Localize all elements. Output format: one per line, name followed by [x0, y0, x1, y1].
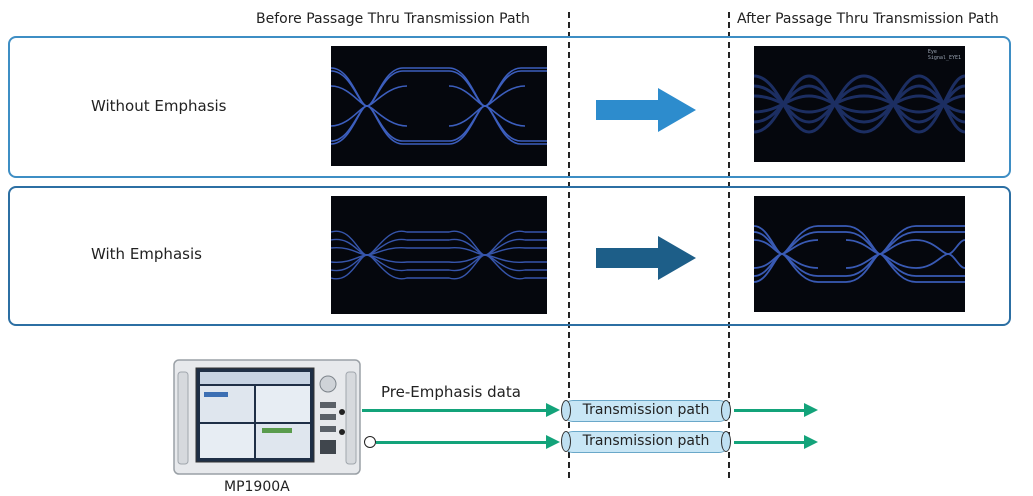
- transmission-path-2: Transmission path: [561, 431, 731, 453]
- divider-before: [568, 12, 570, 478]
- path-cap-right: [721, 400, 731, 421]
- eye-plot: [754, 225, 965, 283]
- signal-line-1-out: [734, 409, 804, 412]
- transmission-path-label-2: Transmission path: [582, 433, 710, 449]
- arrow-head-1: [546, 403, 560, 417]
- signal-line-2: [376, 441, 546, 444]
- signal-line-2-out: [734, 441, 804, 444]
- header-before: Before Passage Thru Transmission Path: [256, 11, 530, 27]
- transmission-path-label-1: Transmission path: [582, 402, 710, 418]
- eye-plot: [754, 74, 965, 134]
- header-after: After Passage Thru Transmission Path: [737, 11, 999, 27]
- big-arrow-with: [596, 236, 696, 280]
- signal-line-1: [362, 409, 546, 412]
- path-cap-right: [721, 431, 731, 452]
- row-label-without-emphasis: Without Emphasis: [91, 97, 227, 115]
- arrow-head-2-out: [804, 435, 818, 449]
- arrow-head-2: [546, 435, 560, 449]
- transmission-path-1: Transmission path: [561, 400, 731, 422]
- big-arrow-without: [596, 88, 696, 132]
- arrow-head-1-out: [804, 403, 818, 417]
- instrument-label: MP1900A: [224, 479, 290, 495]
- divider-after: [728, 12, 730, 478]
- row-with-emphasis: [8, 186, 1011, 326]
- eye-diagram-without-before: [331, 46, 547, 166]
- eye-diagram-with-before: [331, 196, 547, 314]
- row-label-with-emphasis: With Emphasis: [91, 245, 202, 263]
- mp1900a-instrument: [173, 359, 361, 475]
- output-port-circle: [364, 436, 376, 448]
- eye-plot: [331, 67, 547, 145]
- pre-emphasis-label: Pre-Emphasis data: [381, 383, 521, 401]
- eye-plot: [331, 230, 547, 280]
- row-without-emphasis: [8, 36, 1011, 178]
- path-cap-left: [561, 431, 571, 452]
- path-cap-left: [561, 400, 571, 421]
- eye-diagram-with-after: [754, 196, 965, 312]
